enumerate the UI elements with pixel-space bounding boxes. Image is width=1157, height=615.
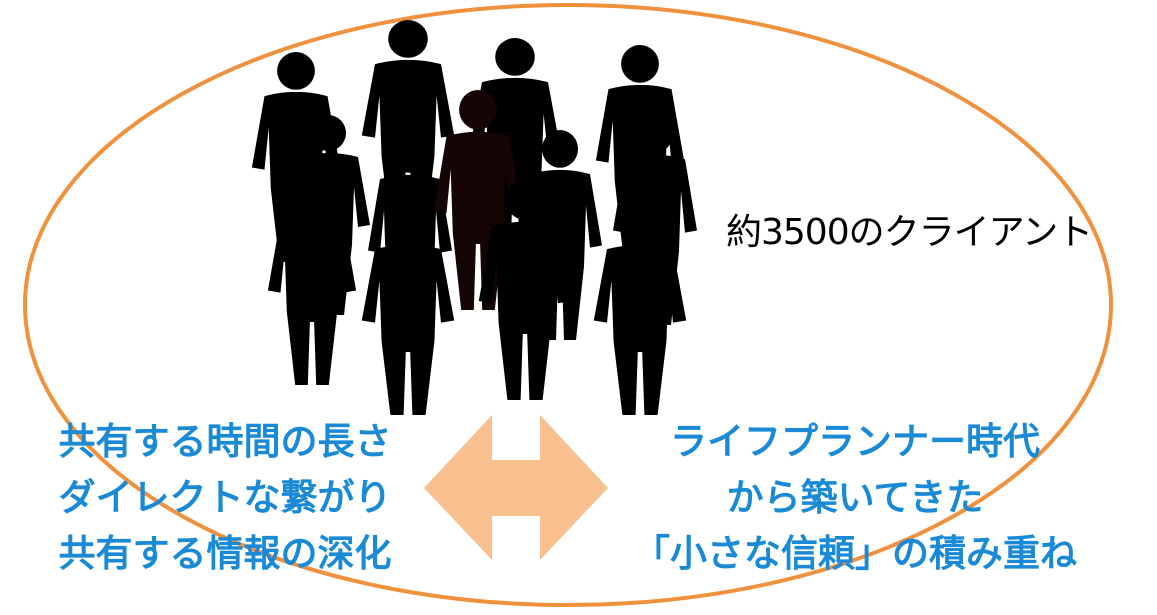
right-line-2: から築いてきた: [726, 476, 984, 519]
right-line-3: 「小さな信頼」の積み重ね: [633, 532, 1077, 575]
left-line-2: ダイレクトな繋がり: [58, 476, 392, 519]
people-silhouette-icon: [251, 20, 697, 415]
client-ellipse: [23, 3, 1113, 607]
double-headed-arrow-icon: [424, 415, 608, 560]
right-text-block: ライフプランナー時代 から築いてきた 「小さな信頼」の積み重ね: [585, 414, 1125, 582]
left-line-3: 共有する情報の深化: [58, 532, 392, 575]
left-text-block: 共有する時間の長さ ダイレクトな繋がり 共有する情報の深化: [0, 414, 450, 582]
right-line-1: ライフプランナー時代: [670, 420, 1040, 463]
left-line-1: 共有する時間の長さ: [58, 420, 392, 463]
client-count-label: 約3500のクライアント: [726, 212, 1093, 253]
